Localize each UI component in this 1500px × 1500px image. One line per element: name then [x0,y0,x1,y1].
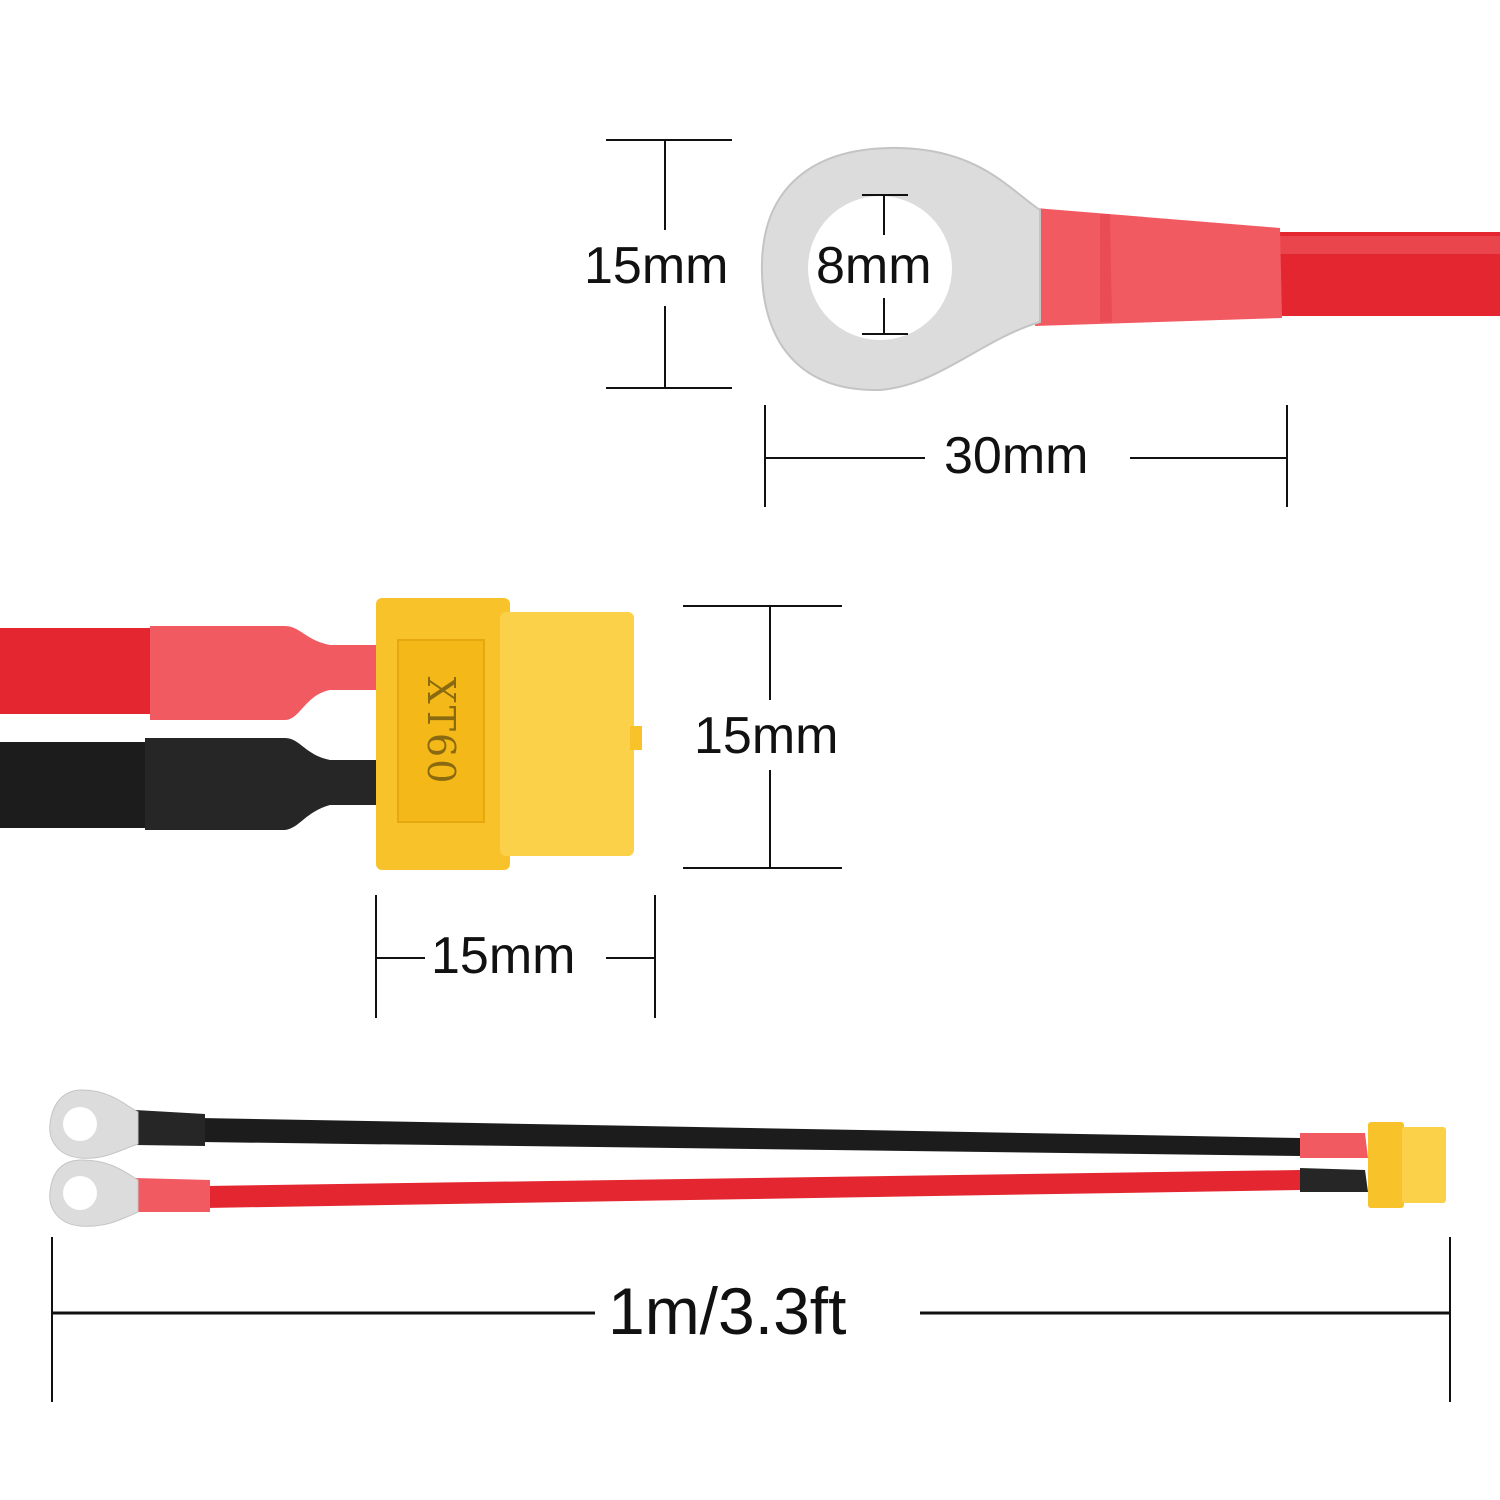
xt60-width-label: 15mm [425,930,582,982]
ring-hole-diameter-label: 8mm [816,237,932,295]
cable-total-length-label: 1m/3.3ft [602,1278,853,1344]
xt60-closeup [0,598,642,870]
ring-dimension-lines [606,139,1288,507]
xt60-connector-label: XT60 [419,676,463,786]
full-cable [49,1089,1446,1227]
total-length-dimension-lines [51,1237,1451,1402]
xt60-height-label: 15mm [694,707,839,765]
xt60-dimension-lines [375,605,842,1018]
ring-outer-height-label: 15mm [584,237,729,295]
ring-length-label: 30mm [938,430,1095,482]
ring-terminal-closeup [760,146,1500,392]
